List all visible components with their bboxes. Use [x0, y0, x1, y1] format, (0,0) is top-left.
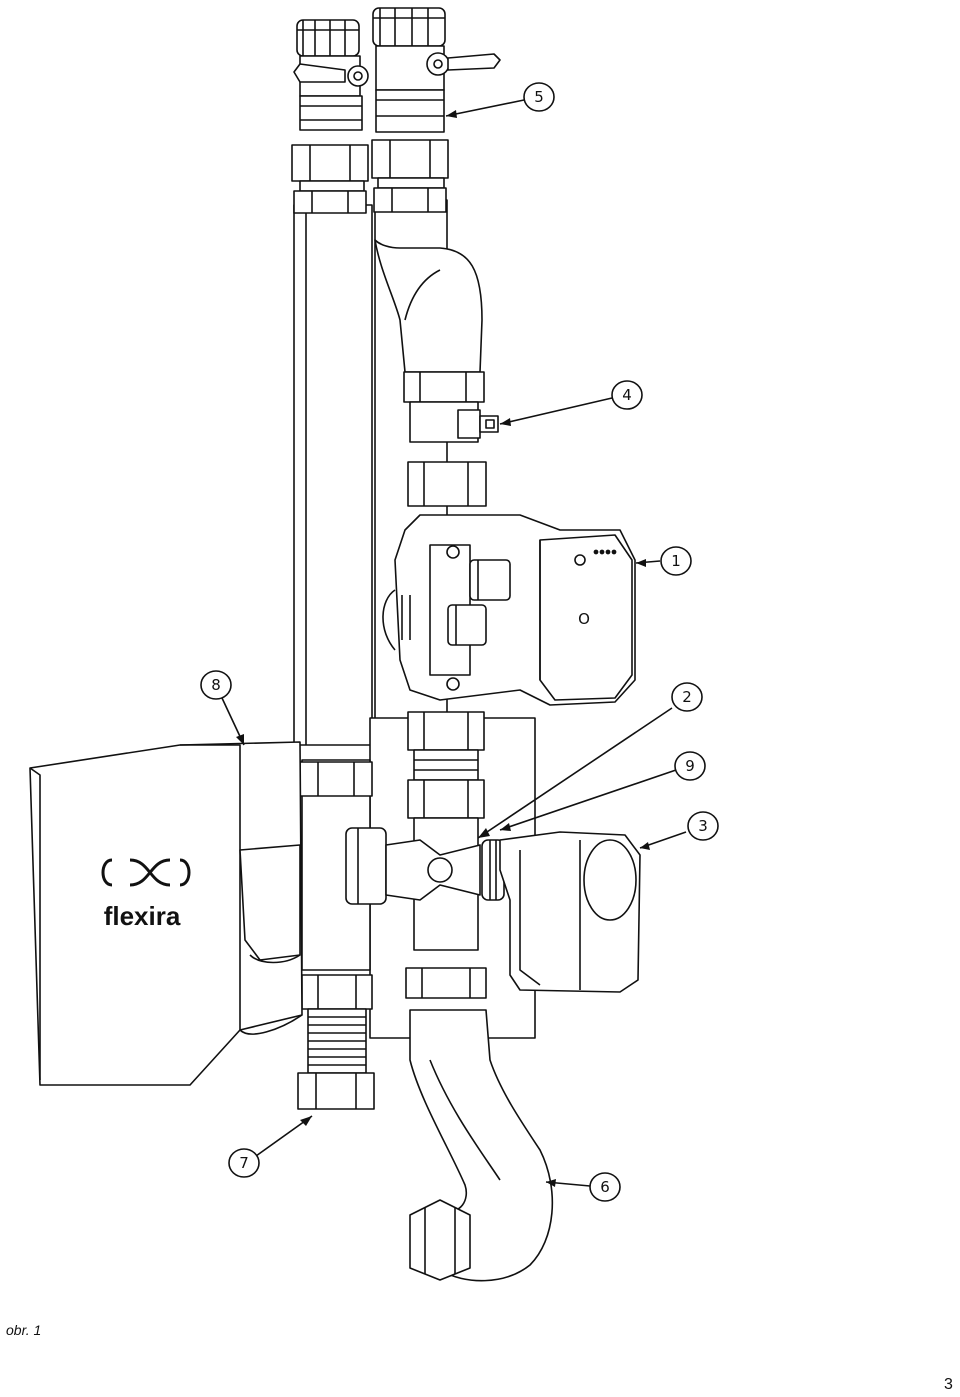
callout-8: 8: [200, 670, 245, 746]
callout-2: 2: [477, 682, 703, 839]
callout-label-1: 1: [671, 552, 681, 570]
callout-label-4: 4: [622, 386, 632, 404]
callout-1: 1: [635, 546, 692, 576]
hex-nut-top-left: [291, 144, 369, 214]
callout-7: 7: [228, 1115, 313, 1178]
callout-label-5: 5: [534, 88, 544, 106]
callout-5: 5: [445, 82, 555, 118]
horizontal-tee: [345, 827, 505, 905]
callout-4: 4: [499, 380, 643, 426]
callout-6: 6: [545, 1172, 621, 1202]
callout-label-6: 6: [600, 1178, 610, 1196]
page-number: 3: [944, 1376, 953, 1393]
sensor-fitting: [403, 371, 499, 507]
pump-mark: O: [578, 610, 590, 628]
callout-label-8: 8: [211, 676, 221, 694]
elbow-bend: [374, 239, 483, 373]
ball-valve-right: [372, 7, 501, 133]
callout-label-9: 9: [685, 757, 695, 775]
circulation-pump: O: [382, 514, 636, 706]
callout-label-3: 3: [698, 817, 708, 835]
outlet-pipe: [409, 1009, 554, 1282]
callout-label-7: 7: [239, 1154, 249, 1172]
left-riser-pipe: [293, 204, 373, 746]
callout-label-2: 2: [682, 688, 692, 706]
insulation-cover: [29, 741, 303, 1086]
flexira-logo: flexira: [101, 858, 191, 931]
brand-name: flexira: [104, 901, 181, 931]
callout-9: 9: [499, 751, 706, 831]
hex-nut-top-right: [371, 139, 449, 213]
ball-valve-left: [293, 19, 369, 131]
figure-caption: obr. 1: [6, 1322, 42, 1338]
corrugated-tube: [297, 1008, 375, 1110]
callout-3: 3: [639, 811, 719, 850]
thermostatic-head: [499, 831, 641, 993]
